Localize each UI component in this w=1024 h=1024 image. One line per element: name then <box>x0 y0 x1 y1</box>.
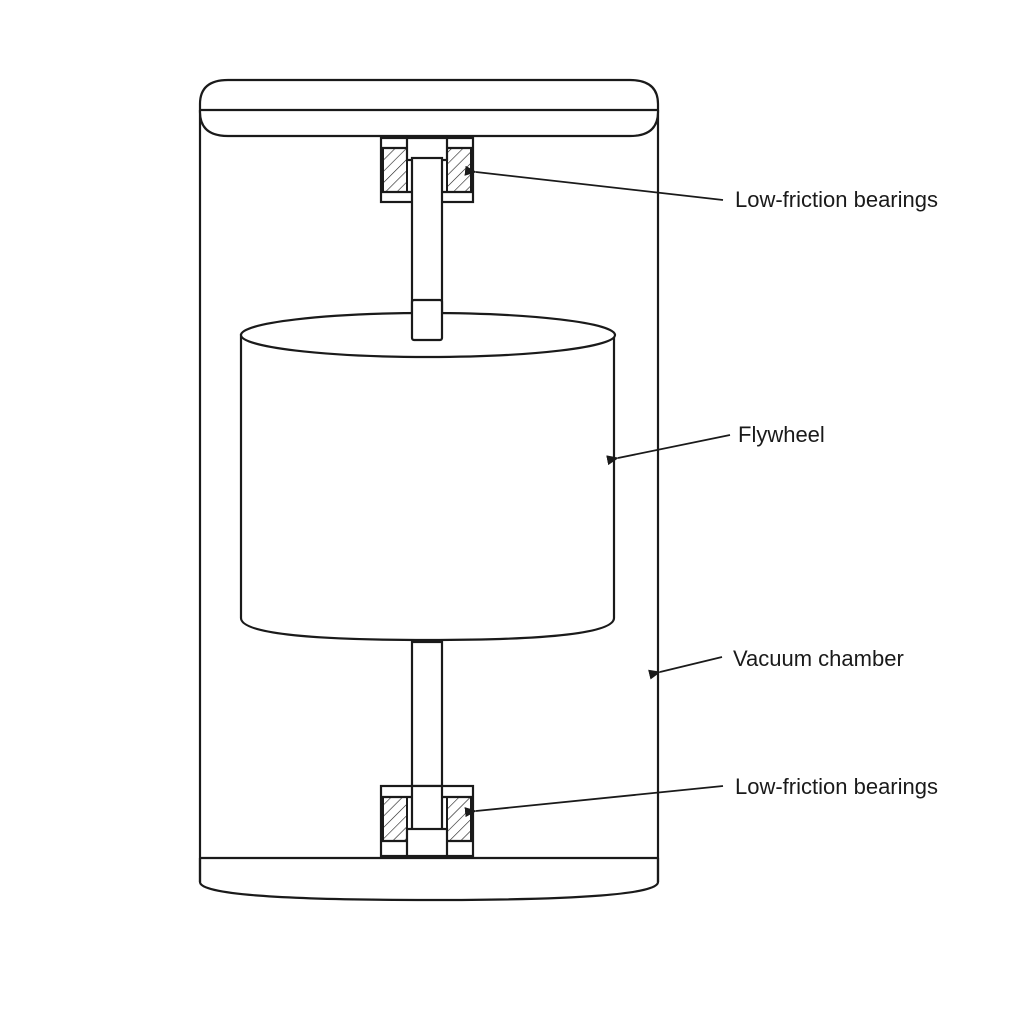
label-bottom-bearings: Low-friction bearings <box>735 774 938 799</box>
flywheel-leader <box>606 434 731 466</box>
top-bearing-left-hatch <box>382 147 408 193</box>
bottom-shaft-collar <box>405 827 449 858</box>
label-vacuum-chamber: Vacuum chamber <box>733 646 904 671</box>
top-shaft-collar <box>405 136 449 162</box>
flywheel-body <box>239 333 616 642</box>
top-bearings-leader <box>464 165 724 201</box>
bottom-bearing-assembly <box>379 784 475 858</box>
top-shaft-end <box>410 298 444 342</box>
chamber-bottom-ellipse <box>198 858 660 902</box>
flywheel <box>239 298 617 642</box>
top-bearing-right-hatch <box>446 147 472 193</box>
bottom-shaft-end <box>410 784 444 832</box>
label-top-bearings: Low-friction bearings <box>735 187 938 212</box>
vacuum-chamber-leader <box>648 656 723 680</box>
vacuum-chamber <box>198 78 660 902</box>
bottom-bearing-right-hatch <box>446 796 472 842</box>
bottom-bearings-leader <box>464 785 724 818</box>
chamber-lid <box>198 78 660 138</box>
label-flywheel: Flywheel <box>738 422 825 447</box>
bottom-bearing-left-hatch <box>382 796 408 842</box>
